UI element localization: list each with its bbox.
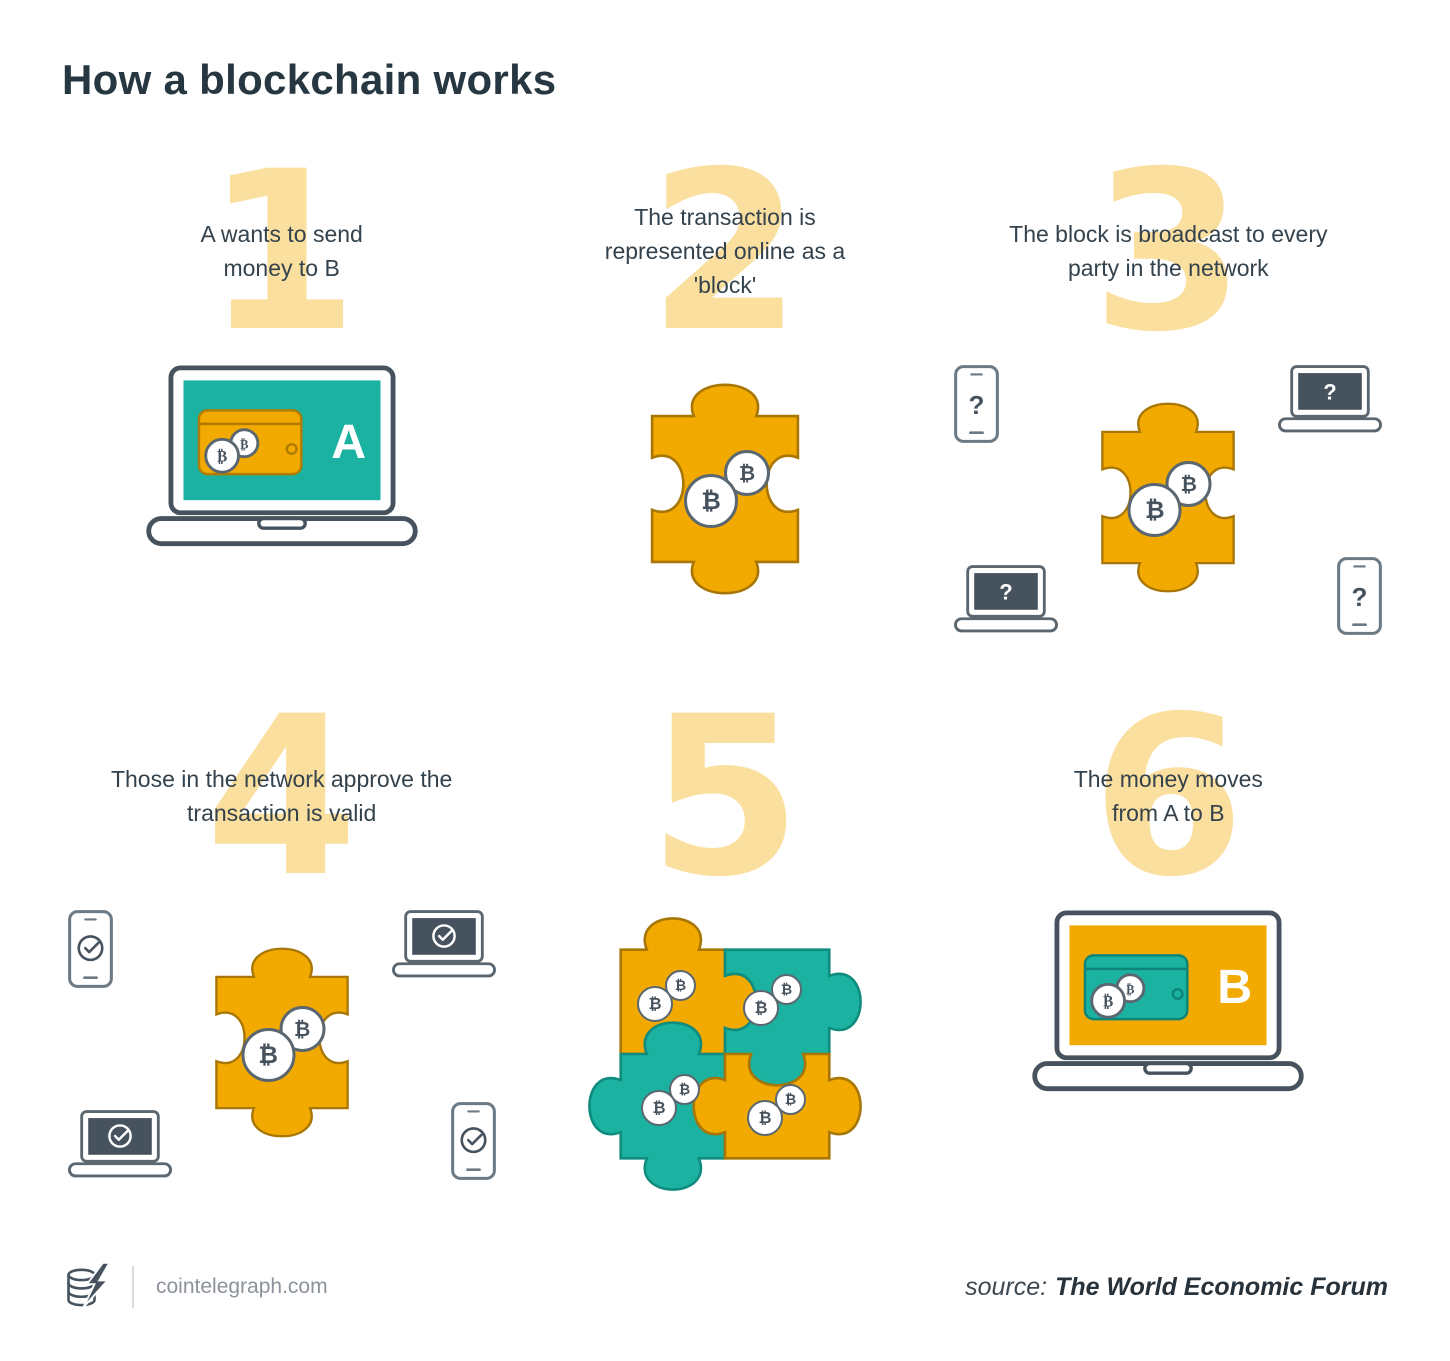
bitcoin-coin-icon: ₿ [640, 1090, 677, 1126]
puzzle-cluster-icon [588, 917, 862, 1191]
step-number: 2 [648, 124, 802, 380]
bitcoin-symbol: ₿ [652, 1098, 666, 1117]
step-6: 6 The money moves from A to B ₿ ₿ B [947, 669, 1390, 1200]
footer: cointelegraph.com source:The World Econo… [62, 1261, 1388, 1313]
step-1-art: ₿ ₿ A [60, 364, 503, 655]
laptop-device-icon: ? [954, 565, 1059, 633]
laptop-notch [1143, 1061, 1194, 1075]
wallet-letter-b: B [1218, 960, 1253, 1014]
step-number: 1 [205, 124, 359, 380]
check-icon [77, 935, 104, 962]
step-4-art: ₿ ₿ [60, 909, 503, 1200]
step-5-art: ₿ ₿ ₿ ₿ ₿ ₿ ₿ ₿ [503, 908, 946, 1200]
step-6-head: 6 The money moves from A to B [947, 669, 1390, 925]
block-puzzle: ₿ ₿ [169, 930, 394, 1160]
check-icon [107, 1124, 132, 1148]
step-number: 3 [1091, 124, 1245, 380]
steps-grid: 1 A wants to send money to B ₿ ₿ A [60, 124, 1390, 1200]
block-puzzle: ₿ ₿ [600, 364, 850, 619]
block-puzzle: ₿ ₿ [1056, 385, 1281, 615]
step-5-head: 5 [503, 669, 946, 925]
bitcoin-symbol: ₿ [780, 982, 793, 998]
phone-icon [450, 1102, 496, 1180]
step-4: 4 Those in the network approve the trans… [60, 669, 503, 1200]
bitcoin-coin-icon: ₿ [742, 990, 779, 1026]
question-mark: ? [1324, 379, 1337, 404]
bitcoin-symbol: ₿ [294, 1016, 311, 1041]
step-caption: Those in the network approve the transac… [110, 766, 453, 826]
source-prefix: source: [965, 1272, 1048, 1301]
wallet-clasp [1171, 987, 1185, 1001]
wallet-clasp [285, 442, 298, 456]
page-title: How a blockchain works [62, 56, 557, 103]
step-2-head: 2 The transaction is represented online … [503, 124, 946, 380]
bitcoin-coin-icon: ₿ [746, 1100, 783, 1136]
bitcoin-symbol: ₿ [1145, 495, 1165, 524]
step-2-art: ₿ ₿ [503, 364, 946, 655]
brand-text: cointelegraph.com [156, 1275, 328, 1298]
bitcoin-coin-icon [203, 437, 240, 474]
step-caption: The block is broadcast to every party in… [1009, 221, 1328, 281]
phone-icon [67, 910, 113, 988]
question-mark: ? [1352, 582, 1368, 612]
bitcoin-symbol: ₿ [678, 1082, 691, 1098]
step-caption: The transaction is represented online as… [604, 204, 846, 298]
step-caption: The money moves from A to B [1073, 766, 1263, 826]
laptop-wallet-b-icon: ₿ ₿ B [1032, 910, 1305, 1092]
phone-icon: ? [1337, 557, 1383, 635]
bitcoin-symbol: ₿ [758, 1108, 772, 1127]
wallet-letter-a: A [331, 415, 366, 469]
step-5: 5 ₿ ₿ ₿ ₿ ₿ ₿ ₿ [503, 669, 946, 1200]
blockchain-puzzle-cluster: ₿ ₿ ₿ ₿ ₿ ₿ ₿ ₿ [579, 908, 871, 1200]
bitcoin-symbol: ₿ [754, 998, 768, 1017]
bitcoin-symbol: ₿ [738, 460, 756, 485]
question-mark: ? [1000, 579, 1013, 604]
step-number: 5 [648, 669, 802, 925]
cointelegraph-logo-icon [67, 1261, 111, 1309]
bitcoin-coin-icon [1090, 982, 1127, 1019]
laptop-device-icon [391, 910, 496, 978]
phone-icon: ? [954, 365, 1000, 443]
source-text: source:The World Economic Forum [965, 1273, 1388, 1302]
step-3-art: ? ? ? [947, 364, 1390, 655]
bitcoin-symbol: ₿ [701, 486, 721, 515]
bitcoin-symbol: ₿ [1103, 993, 1113, 1011]
source-name: The World Economic Forum [1055, 1272, 1388, 1301]
check-icon [460, 1127, 487, 1154]
bitcoin-symbol: ₿ [240, 437, 249, 452]
bitcoin-coin-icon: ₿ [1127, 483, 1182, 537]
broadcast-network: ? ? ? [953, 364, 1383, 636]
step-4-head: 4 Those in the network approve the trans… [60, 669, 503, 925]
bitcoin-coin-icon: ₿ [636, 986, 673, 1022]
lightning-bolt-icon [82, 1261, 111, 1309]
laptop-wallet-a-icon: ₿ ₿ A [145, 365, 418, 547]
bitcoin-symbol: ₿ [674, 978, 687, 994]
laptop-device-icon [67, 1110, 172, 1178]
footer-divider [132, 1266, 134, 1308]
bitcoin-symbol: ₿ [217, 448, 227, 466]
step-6-art: ₿ ₿ B [947, 909, 1390, 1200]
step-number: 4 [205, 669, 359, 925]
bitcoin-symbol: ₿ [784, 1092, 797, 1108]
check-icon [431, 924, 456, 948]
bitcoin-coin-icon: ₿ [683, 474, 738, 528]
approval-network: ₿ ₿ [67, 909, 497, 1181]
bitcoin-symbol: ₿ [1126, 982, 1135, 997]
bitcoin-symbol: ₿ [648, 994, 662, 1013]
step-1: 1 A wants to send money to B ₿ ₿ A [60, 124, 503, 655]
question-mark: ? [969, 390, 985, 420]
bitcoin-symbol: ₿ [258, 1040, 278, 1069]
bitcoin-symbol: ₿ [1180, 471, 1197, 496]
step-2: 2 The transaction is represented online … [503, 124, 946, 655]
step-3: 3 The block is broadcast to every party … [947, 124, 1390, 655]
laptop-notch [256, 516, 307, 530]
laptop-device-icon: ? [1278, 365, 1383, 433]
step-3-head: 3 The block is broadcast to every party … [947, 124, 1390, 380]
step-number: 6 [1091, 669, 1245, 925]
step-caption: A wants to send money to B [200, 221, 363, 281]
bitcoin-coin-icon: ₿ [241, 1028, 296, 1082]
step-1-head: 1 A wants to send money to B [60, 124, 503, 380]
